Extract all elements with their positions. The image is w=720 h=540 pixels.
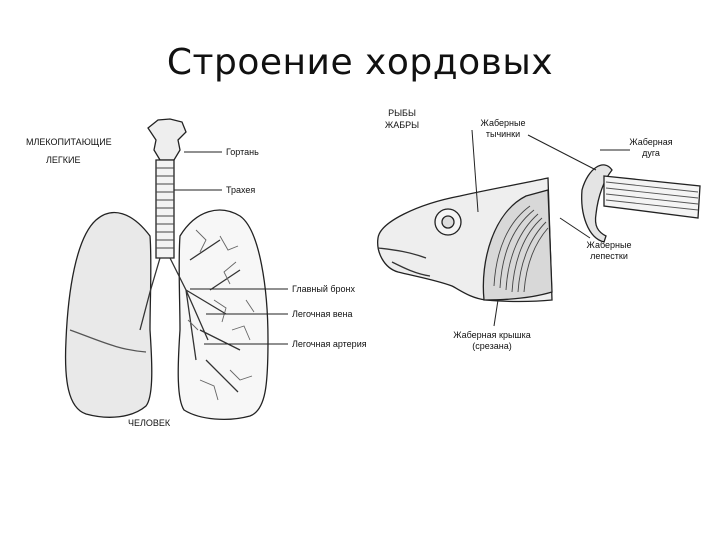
gills-heading: ЖАБРЫ <box>384 120 420 130</box>
lungs-illustration <box>64 118 288 420</box>
label-main-bronchus: Главный бронх <box>292 284 356 294</box>
larynx-shape <box>147 118 187 161</box>
human-caption: ЧЕЛОВЕК <box>128 418 171 428</box>
label-gill-rakers: Жаберные <box>480 118 526 128</box>
label-gill-arch: Жаберная <box>629 137 673 147</box>
fish-illustration <box>377 129 701 327</box>
label-gill-arch-2: дуга <box>642 148 660 158</box>
label-gill-filaments-2: лепестки <box>590 251 628 261</box>
label-operculum-2: (срезана) <box>472 341 512 351</box>
fish-heading: РЫБЫ <box>388 108 416 118</box>
trachea-shape <box>155 159 175 259</box>
label-trachea: Трахея <box>226 185 256 195</box>
label-larynx: Гортань <box>226 147 259 157</box>
label-gill-rakers-2: тычинки <box>485 129 521 139</box>
label-pulmonary-artery: Легочная артерия <box>292 339 367 349</box>
right-lung-shape <box>177 209 269 420</box>
bronchi-shape <box>139 239 241 393</box>
label-gill-filaments: Жаберные <box>586 240 632 250</box>
slide-title: Строение хордовых <box>166 42 554 83</box>
mammal-heading: МЛЕКОПИТАЮЩИЕ <box>26 137 112 147</box>
left-lung-shape <box>64 211 153 418</box>
gill-arch-shape <box>581 164 613 243</box>
lungs-heading: ЛЕГКИЕ <box>46 155 81 165</box>
label-pulmonary-vein: Легочная вена <box>292 309 353 319</box>
label-operculum: Жаберная крышка <box>453 330 531 340</box>
